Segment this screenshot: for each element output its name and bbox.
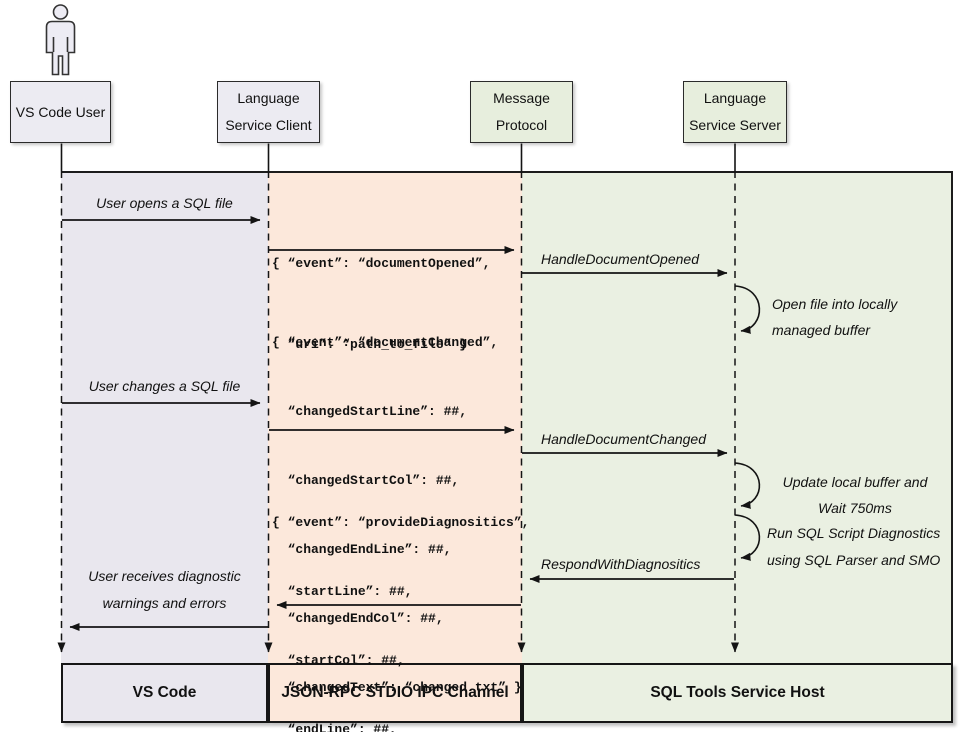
payload-document-changed: { “event”: “documentChanged”, “changedSt…: [272, 285, 522, 732]
label-line: warnings and errors: [102, 595, 227, 611]
payload-line: “uri”: “path_to_file” }: [272, 337, 468, 352]
note-line: managed buffer: [772, 322, 871, 338]
note-run-diagnostics: Run SQL Script Diagnostics using SQL Par…: [767, 520, 940, 574]
payload-line: { “event”: “provideDiagnositics”,: [272, 515, 530, 530]
note-line: Wait 750ms: [818, 500, 892, 516]
band-jsonrpc: [268, 171, 522, 663]
lane-label: SQL Tools Service Host: [650, 684, 825, 701]
participant-label: Protocol: [495, 117, 548, 133]
label-line: User receives diagnostic: [88, 568, 241, 584]
payload-line: { “event”: “documentOpened”,: [272, 256, 491, 271]
note-line: Update local buffer and: [782, 474, 928, 490]
label-handle-document-opened: HandleDocumentOpened: [541, 251, 699, 267]
participant-label: Message: [493, 90, 550, 106]
participant-language-service-server: Language Service Server: [683, 81, 787, 143]
payload-line: “startLine”: ##,: [272, 584, 413, 599]
lane-sql-tools-service-host: SQL Tools Service Host: [522, 663, 953, 723]
participant-vscode-user: VS Code User: [10, 81, 111, 143]
participant-language-service-client: Language Service Client: [217, 81, 320, 143]
lane-jsonrpc-channel: JSON-RPC STDIO IPC Channel: [268, 663, 522, 723]
payload-provide-diagnostics: { “event”: “provideDiagnositics”, “start…: [272, 465, 529, 732]
payload-line: “startCol”: ##,: [272, 653, 405, 668]
lane-vscode: VS Code: [61, 663, 268, 723]
note-update-buffer: Update local buffer and Wait 750ms: [757, 469, 953, 521]
participant-label: Service Client: [225, 117, 312, 133]
band-vscode: [61, 171, 268, 663]
payload-line: “endLine”: ##,: [272, 722, 397, 732]
participant-label: Language: [703, 90, 767, 106]
payload-line: “changedEndCol”: ##,: [272, 611, 444, 626]
payload-document-opened: { “event”: “documentOpened”, “uri”: “pat…: [272, 196, 490, 412]
label-user-receives-diagnostics: User receives diagnostic warnings and er…: [61, 563, 268, 617]
payload-line: “changedStartLine”: ##,: [272, 404, 468, 419]
participant-label: VS Code User: [15, 103, 106, 120]
label-respond-with-diagnostics: RespondWithDiagnositics: [541, 556, 701, 572]
payload-line: { “event”: “documentChanged”,: [272, 335, 499, 350]
band-sqltools: [522, 171, 953, 663]
payload-line: “changedText”: “changed txt” }: [272, 680, 522, 695]
payload-line: “changedStartCol”: ##,: [272, 473, 460, 488]
participant-label: Language: [237, 90, 300, 106]
label-user-opens-file: User opens a SQL file: [96, 195, 233, 211]
note-line: using SQL Parser and SMO: [767, 552, 941, 568]
lane-label: VS Code: [132, 684, 197, 701]
lane-label: JSON-RPC STDIO IPC Channel: [281, 684, 509, 701]
note-line: Open file into locally: [772, 296, 898, 312]
payload-line: “changedEndLine”: ##,: [272, 542, 452, 557]
note-open-file-buffer: Open file into locally managed buffer: [772, 291, 897, 343]
lifeline-stubs: [60, 143, 736, 171]
note-line: Run SQL Script Diagnostics: [767, 525, 941, 541]
participant-message-protocol: Message Protocol: [470, 81, 573, 143]
label-handle-document-changed: HandleDocumentChanged: [541, 431, 706, 447]
label-user-changes-file: User changes a SQL file: [88, 378, 241, 394]
participant-label: Service Server: [689, 117, 781, 133]
person-icon: [45, 4, 76, 76]
